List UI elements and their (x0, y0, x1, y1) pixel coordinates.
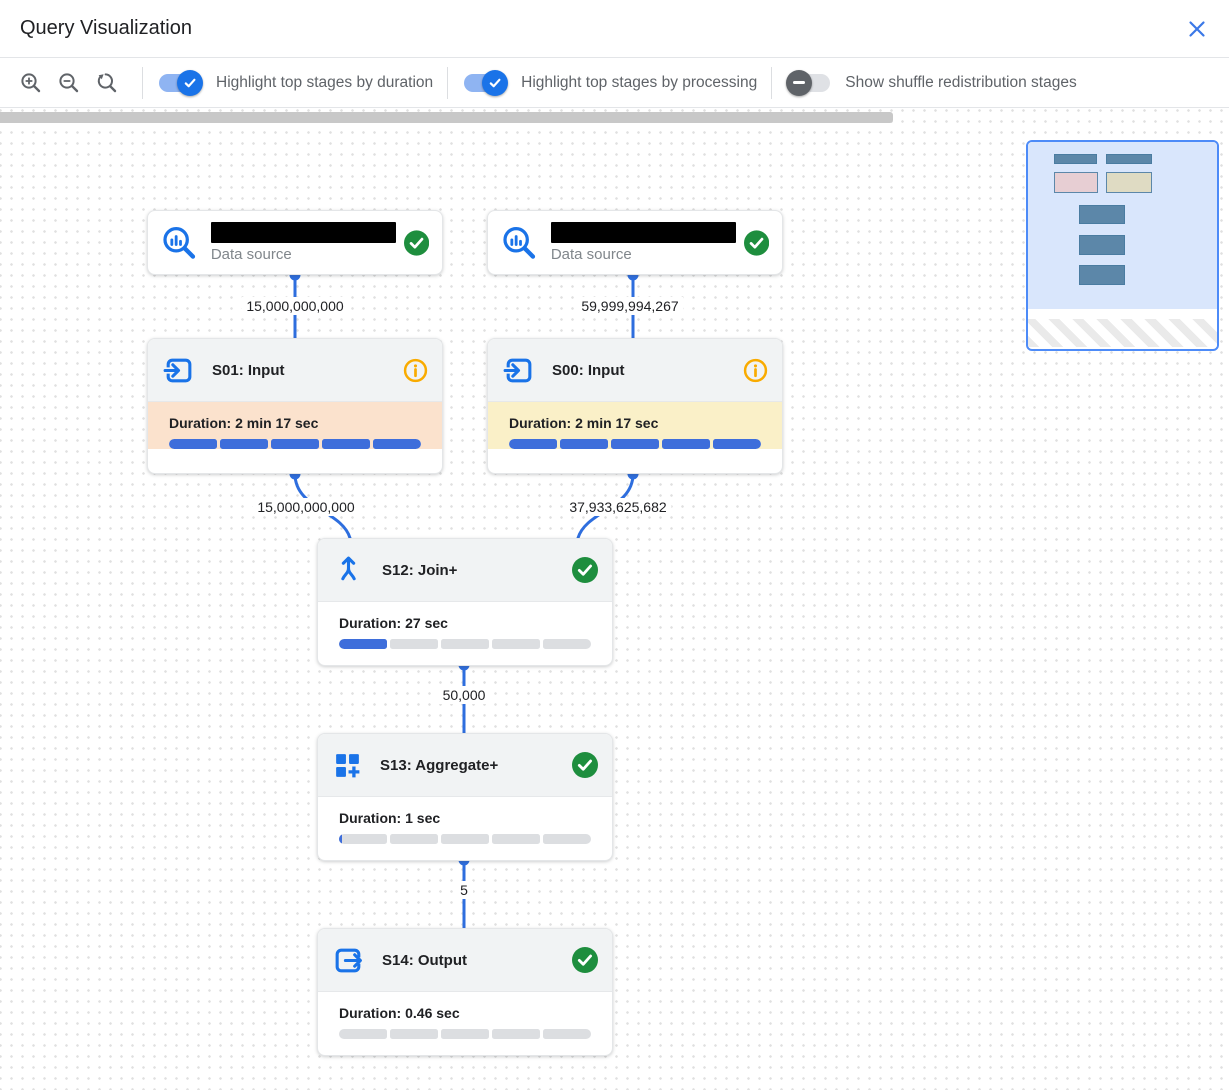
toggle-group-processing: Highlight top stages by processing (462, 69, 758, 96)
success-icon (572, 947, 598, 973)
minimap-node-highlight-duration (1054, 172, 1098, 193)
input-icon (163, 358, 192, 382)
minimap-node-highlight-processing (1106, 172, 1152, 193)
data-source-label: Data source (210, 246, 292, 263)
dialog-header: Query Visualization (0, 0, 1229, 58)
edge-row-count-label: 50,000 (437, 686, 491, 704)
stage-duration-section: Duration: 0.46 sec (318, 992, 612, 1039)
toggle-thumb (786, 69, 813, 96)
redacted-table-name (210, 222, 396, 243)
output-icon (335, 948, 362, 972)
stage-title: S01: Input (212, 361, 285, 379)
stage-progress-bar (169, 439, 421, 449)
node-data-source-2[interactable]: Data source (487, 210, 783, 275)
info-icon[interactable] (743, 358, 768, 383)
zoom-in-button[interactable] (14, 66, 48, 100)
data-source-search-icon (163, 226, 196, 259)
stage-duration-section: Duration: 2 min 17 sec (488, 402, 782, 449)
graph-minimap[interactable] (1026, 140, 1219, 351)
stage-duration-section: Duration: 1 sec (318, 797, 612, 844)
redacted-table-name (550, 222, 736, 243)
stage-title: S12: Join+ (382, 561, 458, 579)
check-icon (489, 78, 501, 87)
edge-row-count-label: 5 (455, 881, 473, 899)
minimap-node (1079, 235, 1125, 255)
horizontal-scrollbar-thumb[interactable] (0, 112, 893, 123)
aggregate-icon (336, 753, 360, 777)
edge-row-count-label: 15,000,000,000 (252, 498, 360, 516)
toggle-thumb (482, 69, 509, 96)
stage-progress-bar (339, 639, 591, 649)
zoom-out-button[interactable] (52, 66, 86, 100)
minimap-node (1054, 154, 1097, 164)
data-source-label: Data source (550, 246, 632, 263)
minimap-out-of-bounds-hatch (1028, 319, 1217, 347)
toggle-group-duration: Highlight top stages by duration (157, 69, 434, 96)
minimap-node (1106, 154, 1152, 164)
toggle-label-duration: Highlight top stages by duration (216, 73, 434, 91)
stage-duration-label: Duration: 0.46 sec (339, 1005, 460, 1021)
edge-row-count-label: 15,000,000,000 (241, 297, 349, 315)
toggle-group-shuffle: Show shuffle redistribution stages (786, 69, 1077, 96)
zoom-in-icon (21, 72, 41, 92)
edge-row-count-label: 37,933,625,682 (564, 498, 672, 516)
stage-duration-label: Duration: 1 sec (339, 810, 441, 826)
toolbar-divider (447, 66, 449, 99)
zoom-out-icon (59, 72, 79, 92)
graph-canvas[interactable]: 15,000,000,000 59,999,994,267 15,000,000… (0, 108, 1229, 1090)
info-icon[interactable] (403, 358, 428, 383)
minus-icon (793, 81, 806, 84)
stage-duration-label: Duration: 27 sec (339, 615, 448, 631)
close-icon (1189, 21, 1205, 37)
success-icon (743, 229, 769, 256)
success-icon (572, 752, 598, 778)
toggle-label-shuffle: Show shuffle redistribution stages (845, 73, 1077, 91)
toggle-highlight-processing[interactable] (462, 69, 509, 96)
node-stage-s12[interactable]: S12: Join+ Duration: 27 sec (317, 538, 613, 666)
input-icon (503, 358, 532, 382)
toolbar-divider (771, 66, 773, 99)
close-button[interactable] (1183, 15, 1211, 43)
stage-duration-section: Duration: 2 min 17 sec (148, 402, 442, 449)
toggle-show-shuffle[interactable] (786, 69, 832, 96)
toggle-label-processing: Highlight top stages by processing (521, 73, 758, 91)
node-stage-s00[interactable]: S00: Input Duration: 2 min 17 sec (487, 338, 783, 474)
join-icon (341, 556, 356, 580)
stage-progress-bar (509, 439, 761, 449)
stage-title: S13: Aggregate+ (380, 756, 499, 774)
toggle-highlight-duration[interactable] (157, 69, 203, 96)
check-icon (184, 78, 196, 87)
stage-duration-label: Duration: 2 min 17 sec (169, 415, 319, 431)
page-title: Query Visualization (20, 17, 192, 39)
graph-toolbar: Highlight top stages by duration Highlig… (0, 58, 1229, 108)
data-source-search-icon (503, 226, 536, 259)
stage-title: S14: Output (382, 951, 467, 969)
minimap-node (1079, 205, 1125, 224)
stage-progress-bar (339, 834, 591, 844)
node-stage-s14[interactable]: S14: Output Duration: 0.46 sec (317, 928, 613, 1056)
success-icon (403, 229, 429, 256)
stage-duration-label: Duration: 2 min 17 sec (509, 415, 659, 431)
zoom-reset-button[interactable] (90, 66, 124, 100)
stage-duration-section: Duration: 27 sec (318, 602, 612, 649)
edge-row-count-label: 59,999,994,267 (576, 297, 684, 315)
toggle-thumb (177, 69, 203, 96)
minimap-node (1079, 265, 1125, 285)
node-data-source-1[interactable]: Data source (147, 210, 443, 275)
stage-title: S00: Input (552, 361, 625, 379)
zoom-reset-icon (97, 72, 117, 92)
toolbar-divider (142, 66, 143, 99)
node-stage-s01[interactable]: S01: Input Duration: 2 min 17 sec (147, 338, 443, 474)
node-stage-s13[interactable]: S13: Aggregate+ Duration: 1 sec (317, 733, 613, 861)
stage-progress-bar (339, 1029, 591, 1039)
success-icon (572, 557, 598, 583)
